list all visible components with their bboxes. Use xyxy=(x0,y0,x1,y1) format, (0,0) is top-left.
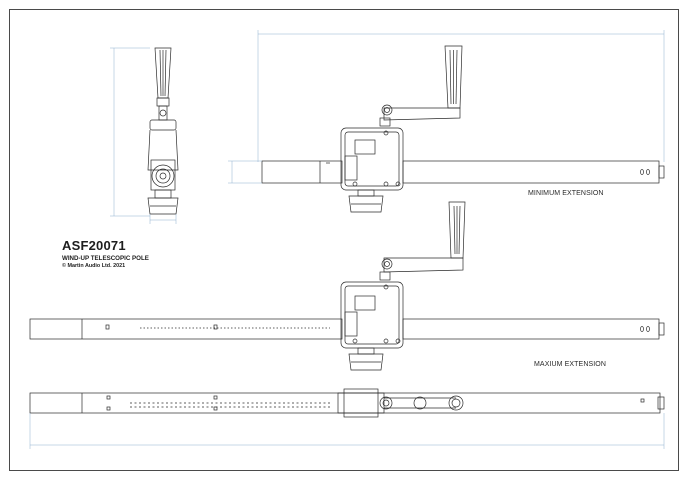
max-crank-arm xyxy=(383,257,464,273)
plan-gearbox xyxy=(337,392,385,414)
min-inner-tube xyxy=(261,160,343,184)
maximum-extension-label: MAXIUM EXTENSION xyxy=(534,361,606,368)
drawing-border xyxy=(9,9,679,471)
plan-tube xyxy=(29,392,661,414)
side-view xyxy=(147,47,179,215)
side-gearbox xyxy=(147,129,179,171)
plan-view xyxy=(29,388,665,418)
max-inner-tube xyxy=(29,318,343,340)
min-knob xyxy=(348,195,384,213)
max-outer-tube xyxy=(402,318,660,340)
product-name: WIND-UP TELESCOPIC POLE xyxy=(62,255,149,262)
minimum-extension-label: MINIMUM EXTENSION xyxy=(528,190,604,197)
max-knob xyxy=(348,353,384,371)
max-gearbox xyxy=(340,281,404,349)
min-outer-tube xyxy=(402,160,660,184)
plan-crank-hub xyxy=(448,395,464,411)
min-gearbox xyxy=(340,127,404,191)
product-code: ASF20071 xyxy=(62,238,126,253)
minimum-extension-view xyxy=(261,45,665,213)
min-crank-arm xyxy=(383,107,461,121)
maximum-extension-view xyxy=(29,201,665,371)
title-block: ASF20071 WIND-UP TELESCOPIC POLE © Marti… xyxy=(62,238,149,269)
copyright-notice: © Martin Audio Ltd. 2021 xyxy=(62,263,126,269)
dimension-lines xyxy=(29,30,665,449)
side-tube-end xyxy=(151,164,175,188)
